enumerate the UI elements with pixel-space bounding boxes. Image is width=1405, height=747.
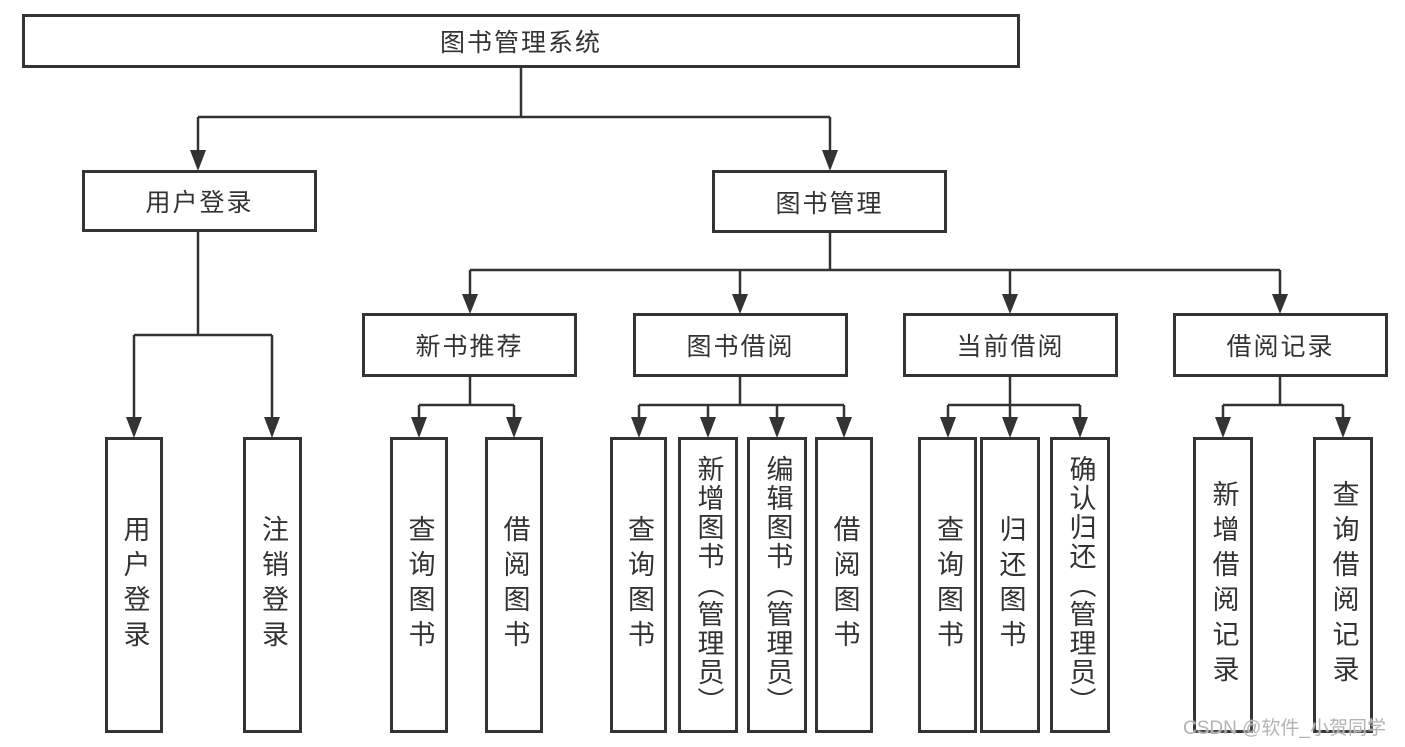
csdn-watermark: CSDN @软件_小贺同学 (1183, 718, 1386, 739)
node-label: 当前借阅 (956, 333, 1065, 361)
leaf-label: 查询图书 (404, 515, 435, 655)
node-label: 借阅记录 (1226, 333, 1335, 361)
leaf-edit-book-admin: 编辑图书（管理员） (747, 437, 807, 733)
leaf-label: 归还图书 (995, 515, 1026, 655)
node-book-management: 图书管理 (712, 170, 947, 233)
leaf-recommend-borrow-books: 借阅图书 (485, 437, 543, 733)
leaf-label: 确认归还（管理员） (1065, 454, 1096, 716)
node-label: 新书推荐 (415, 333, 524, 361)
leaf-recommend-query-books: 查询图书 (390, 437, 448, 733)
leaf-label: 编辑图书（管理员） (762, 454, 793, 716)
node-current-borrowing: 当前借阅 (903, 313, 1118, 377)
node-new-book-recommend: 新书推荐 (362, 313, 577, 377)
leaf-label: 查询借阅记录 (1328, 480, 1359, 690)
leaf-add-borrow-record: 新增借阅记录 (1193, 437, 1253, 733)
leaf-label: 查询图书 (624, 515, 654, 655)
leaf-confirm-return-admin: 确认归还（管理员） (1050, 437, 1110, 733)
leaf-add-book-admin: 新增图书（管理员） (678, 437, 738, 733)
leaf-borrow-books: 借阅图书 (815, 437, 873, 733)
leaf-label: 新增图书（管理员） (693, 454, 724, 716)
leaf-label: 用户登录 (119, 515, 150, 655)
leaf-logout: 注销登录 (243, 437, 302, 733)
node-book-borrowing: 图书借阅 (633, 313, 848, 377)
node-label: 图书管理系统 (439, 29, 602, 57)
arrowheads (126, 150, 1351, 438)
node-user-login: 用户登录 (82, 170, 317, 232)
leaf-borrow-query-books: 查询图书 (610, 437, 667, 733)
leaf-label: 查询图书 (933, 515, 963, 655)
leaf-user-login: 用户登录 (105, 437, 163, 733)
node-label: 图书借阅 (686, 333, 795, 361)
leaf-label: 借阅图书 (499, 515, 530, 655)
leaf-return-books: 归还图书 (980, 437, 1040, 733)
leaf-current-query-books: 查询图书 (918, 437, 977, 733)
node-borrowing-records: 借阅记录 (1173, 313, 1388, 377)
node-label: 用户登录 (145, 189, 254, 217)
leaf-label: 新增借阅记录 (1208, 480, 1239, 690)
node-library-system: 图书管理系统 (22, 14, 1020, 68)
node-label: 图书管理 (775, 189, 884, 218)
leaf-label: 借阅图书 (829, 515, 860, 655)
leaf-label: 注销登录 (258, 515, 288, 655)
leaf-query-borrow-record: 查询借阅记录 (1313, 437, 1373, 733)
